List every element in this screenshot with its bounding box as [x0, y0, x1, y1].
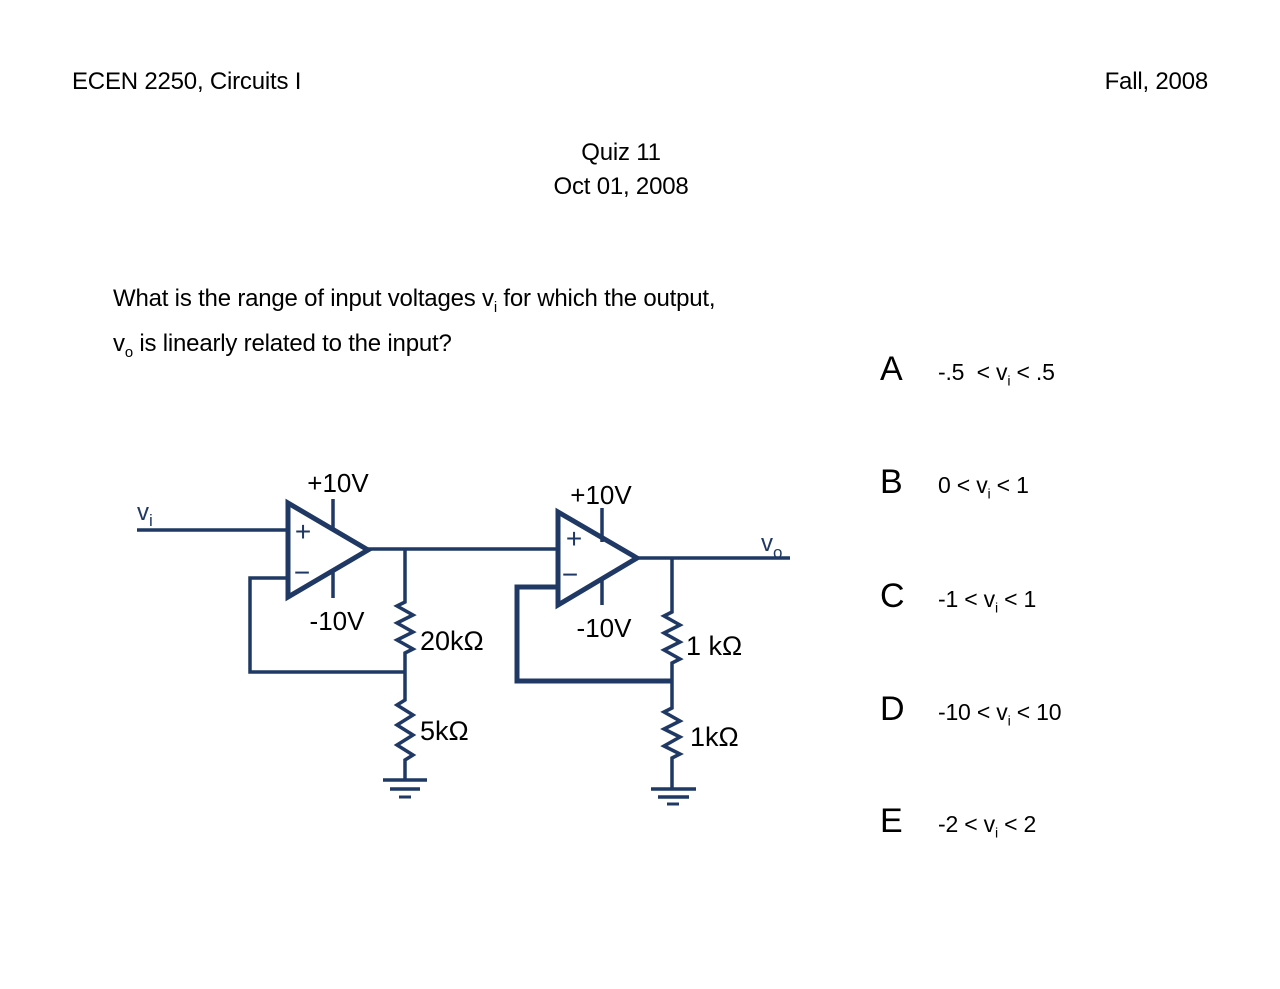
course-title: ECEN 2250, Circuits I	[72, 68, 302, 95]
page-header: ECEN 2250, Circuits I Fall, 2008	[72, 68, 1208, 96]
quiz-title-block: Quiz 11 Oct 01, 2008	[0, 136, 1242, 204]
choice-a-letter: A	[880, 350, 903, 388]
choice-c-letter: C	[880, 577, 905, 615]
choice-d-letter: D	[880, 690, 905, 728]
opamp-right-plus-sign: +	[566, 523, 582, 554]
ground-left-icon	[383, 778, 427, 799]
ground-right-icon	[651, 787, 696, 806]
opamp-left	[285, 498, 373, 602]
choice-d-text: -10 < vi < 10	[938, 699, 1062, 730]
feedback-left-wire	[248, 576, 405, 674]
resistor-20k-label: 20kΩ	[420, 626, 484, 656]
output-signal-label: vo	[761, 530, 782, 562]
quiz-title: Quiz 11	[581, 139, 661, 166]
quiz-date: Oct 01, 2008	[553, 173, 689, 200]
resistor-5k-label: 5kΩ	[420, 716, 469, 746]
term-label: Fall, 2008	[1104, 68, 1209, 95]
opamp-left-supply-bottom-label: -10V	[310, 606, 366, 636]
choice-b-letter: B	[880, 463, 903, 501]
choice-d: D -10 < vi < 10	[880, 690, 1062, 730]
feedback-right-wire	[514, 584, 672, 684]
choice-c-text: -1 < vi < 1	[938, 586, 1037, 617]
choice-a-text: -.5 < vi < .5	[938, 359, 1055, 390]
input-signal-label: vi	[137, 499, 153, 530]
opamp-right-supply-bottom-label: -10V	[577, 613, 633, 643]
choice-b: B 0 < vi < 1	[880, 463, 1029, 503]
circuit-signal-labels: vi vo + − + −	[137, 499, 782, 590]
resistor-1k-lower-label: 1kΩ	[690, 722, 739, 752]
choice-a: A -.5 < vi < .5	[880, 350, 1055, 390]
question-text: What is the range of input voltages vi f…	[113, 281, 716, 371]
resistor-chain-right	[660, 558, 684, 789]
choice-c: C -1 < vi < 1	[880, 577, 1036, 617]
opamp-right	[555, 507, 642, 610]
resistor-chain-left	[393, 549, 417, 780]
circuit-wires	[137, 498, 790, 806]
opamp-left-supply-top-label: +10V	[307, 468, 369, 498]
circuit-component-labels: +10V -10V +10V -10V 20kΩ 5kΩ 1 kΩ 1kΩ	[307, 468, 742, 752]
choice-e-text: -2 < vi < 2	[938, 811, 1037, 842]
choice-e: E -2 < vi < 2	[880, 802, 1036, 842]
opamp-left-plus-sign: +	[295, 516, 311, 547]
opamp-right-minus-sign: −	[562, 559, 578, 590]
opamp-right-supply-top-label: +10V	[570, 480, 632, 510]
choice-e-letter: E	[880, 802, 903, 840]
resistor-1k-upper-label: 1 kΩ	[686, 631, 742, 661]
opamp-left-minus-sign: −	[294, 557, 310, 588]
question-line-2: vo is linearly related to the input?	[113, 329, 452, 361]
choice-b-text: 0 < vi < 1	[938, 472, 1029, 503]
question-line-1: What is the range of input voltages vi f…	[113, 285, 716, 316]
